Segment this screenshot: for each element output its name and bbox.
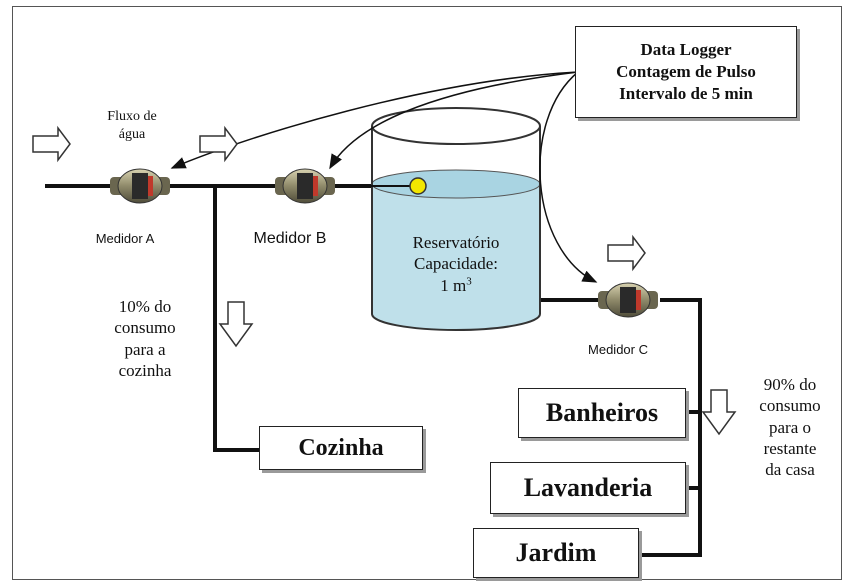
laundry-box: Lavanderia <box>490 462 686 514</box>
flow-label: Fluxo de água <box>92 108 172 143</box>
flow-arrow-inlet <box>32 125 71 163</box>
reservoir-bottom <box>371 313 541 331</box>
meter-c-label: Medidor C <box>588 342 648 357</box>
flow-arrows <box>32 125 737 436</box>
meter-a-label: Medidor A <box>95 231 155 246</box>
signal-to-meter-a <box>170 71 579 169</box>
reservoir-label: Reservatório Capacidade: 1 m3 <box>380 232 532 296</box>
meter-a-icon <box>110 168 170 204</box>
kitchen-pipe <box>213 186 262 452</box>
data-logger-box: Data Logger Contagem de Pulso Intervalo … <box>575 26 797 118</box>
water-surface <box>371 169 541 199</box>
signal-to-meter-b <box>329 71 579 170</box>
data-logger-interval: Intervalo de 5 min <box>619 84 753 104</box>
meter-b-label: Medidor B <box>253 230 327 247</box>
distribution-pipe <box>640 298 702 557</box>
rest-share-line1: 90% do <box>763 375 817 394</box>
diagram-frame <box>12 6 842 580</box>
float-sensor <box>409 177 427 195</box>
rest-share-line4: restante <box>763 438 817 458</box>
meter-c-icon <box>598 282 658 318</box>
reservoir-tank <box>371 107 541 331</box>
reservoir-label-line1: Reservatório <box>412 233 500 252</box>
rest-share-line5: da casa <box>765 460 815 479</box>
kitchen-share-line4: cozinha <box>118 360 172 380</box>
data-logger-title: Data Logger <box>640 39 732 59</box>
flow-arrow-after-c <box>607 234 646 272</box>
garden-box: Jardim <box>473 528 639 578</box>
flow-label-line2: água <box>118 126 146 142</box>
kitchen-share-line1: 10% do <box>118 297 172 316</box>
reservoir-capacity-value: 1 m <box>440 275 467 295</box>
kitchen-box: Cozinha <box>259 426 423 470</box>
flow-label-line1: Fluxo de <box>107 109 157 124</box>
signal-to-meter-c <box>539 71 598 283</box>
rest-share-line3: para o <box>768 417 811 437</box>
reservoir-label-line2: Capacidade: <box>413 254 498 274</box>
kitchen-share-line2: consumo <box>114 318 176 338</box>
flow-arrow-kitchen <box>218 301 254 348</box>
reservoir-top-rim <box>371 107 541 145</box>
data-logger-pulse: Contagem de Pulso <box>616 61 756 81</box>
rest-share-label: 90% do consumo para o restante da casa <box>740 374 840 480</box>
kitchen-share-label: 10% do consumo para a cozinha <box>90 296 200 381</box>
bathrooms-box: Banheiros <box>518 388 686 438</box>
meter-b-icon <box>275 168 335 204</box>
logger-signals <box>170 71 598 283</box>
reservoir-capacity: 1 m3 <box>380 275 532 296</box>
flow-arrow-after-a <box>199 125 238 163</box>
reservoir-capacity-unit-exp: 3 <box>466 274 472 287</box>
flow-arrow-house <box>701 389 737 436</box>
rest-share-line2: consumo <box>759 396 821 416</box>
kitchen-share-line3: para a <box>124 339 166 359</box>
reservoir-water <box>372 184 540 330</box>
